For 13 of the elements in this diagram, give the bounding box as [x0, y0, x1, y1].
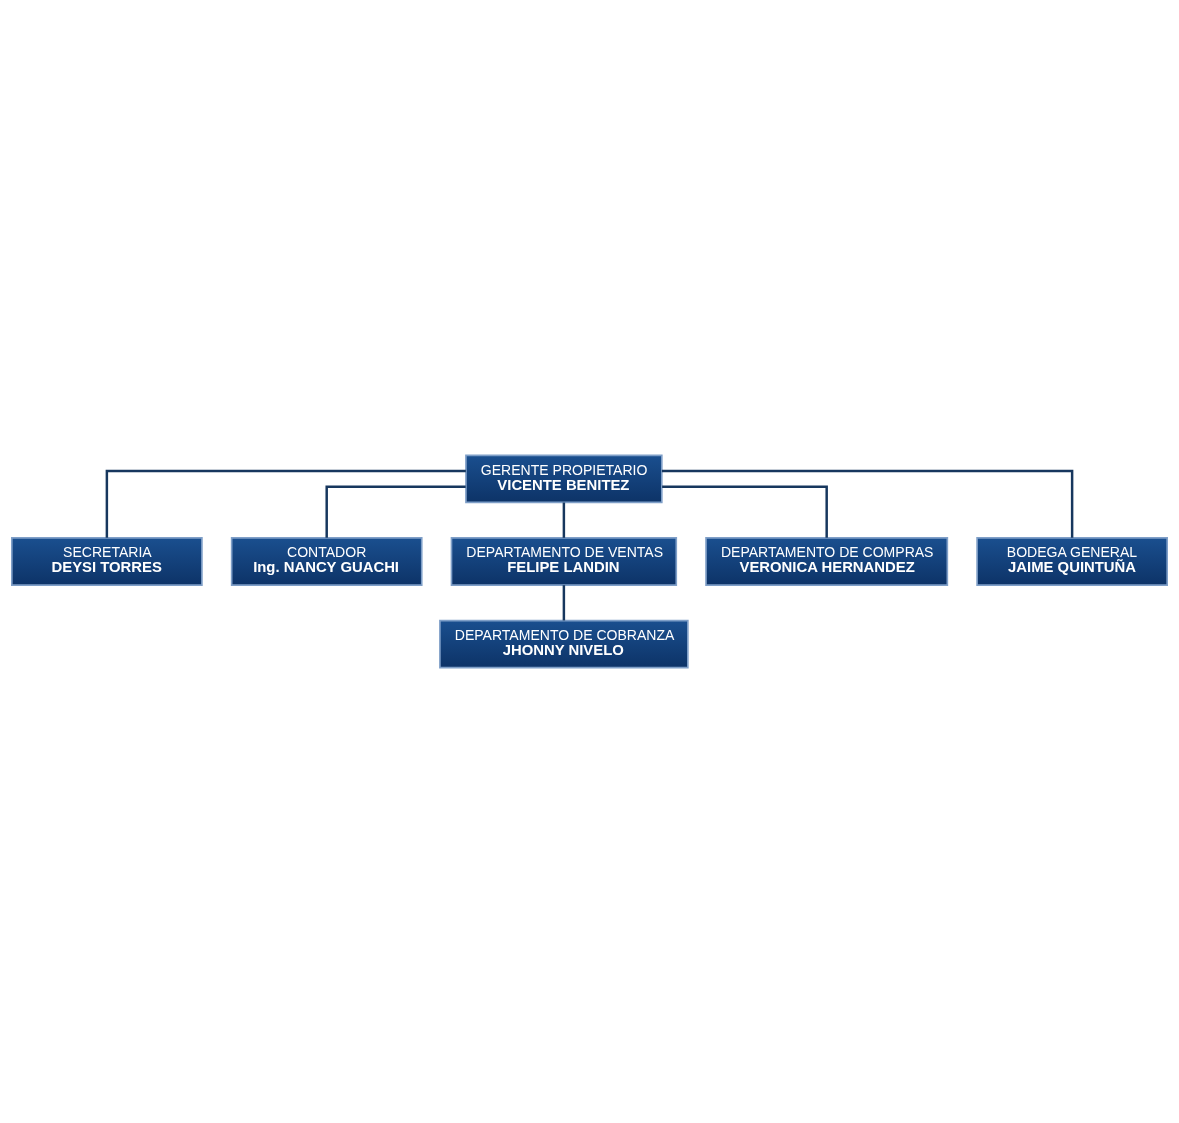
node-box: DEPARTAMENTO DE COMPRAS VERONICA HERNANDEZ: [705, 537, 949, 586]
connector: [562, 585, 566, 621]
connector: [105, 469, 466, 538]
node-box: CONTADOR Ing. NANCY GUACHI: [230, 537, 423, 586]
connector: [662, 485, 828, 538]
node-box: DEPARTAMENTO DE COBRANZA JHONNY NIVELO: [439, 619, 689, 669]
node-box: GERENTE PROPIETARIO VICENTE BENITEZ: [465, 454, 663, 504]
connector: [325, 485, 466, 538]
connector: [661, 469, 1074, 538]
node-box: BODEGA GENERAL JAIME QUINTUÑA: [976, 537, 1168, 586]
node-box: DEPARTAMENTO DE VENTAS FELIPE LANDIN: [450, 537, 678, 586]
connector: [562, 502, 566, 538]
node-box: SECRETARIA DEYSI TORRES: [11, 537, 203, 586]
